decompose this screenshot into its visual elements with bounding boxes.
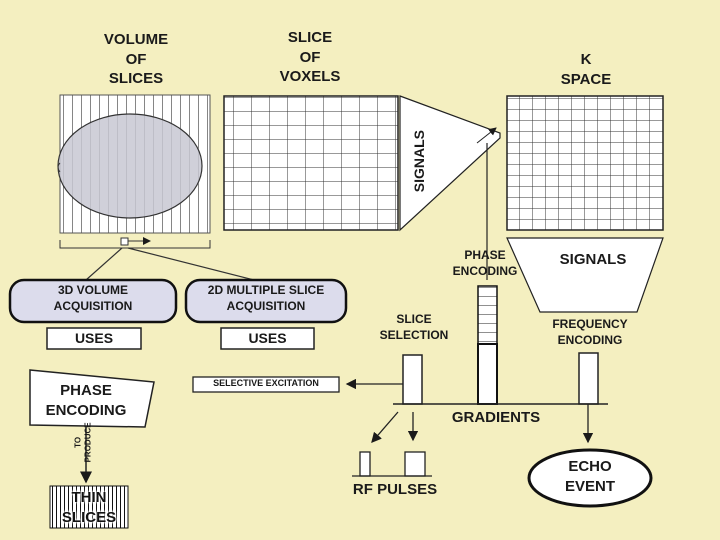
label-echo-event: ECHO EVENT	[545, 457, 635, 496]
k-space-grid	[507, 96, 663, 230]
label-uses-1: USES	[47, 329, 141, 347]
label-to-produce: TO PRODUCE	[74, 412, 95, 472]
label-acq-2d: 2D MULTIPLE SLICE ACQUISITION	[188, 283, 344, 314]
label-signals-vertical: SIGNALS	[410, 116, 428, 206]
label-frequency-encoding: FREQUENCY ENCODING	[535, 317, 645, 348]
rf-pulses-graphic	[352, 452, 432, 476]
slice-of-voxels-grid	[224, 96, 398, 230]
frequency-encoding-gradient-bar	[579, 353, 598, 404]
arrow-to-rf-pulse-1	[372, 412, 398, 442]
title-volume-of-slices: VOLUME OF SLICES	[88, 30, 184, 89]
label-acq-3d: 3D VOLUME ACQUISITION	[14, 283, 172, 314]
label-uses-2: USES	[221, 329, 314, 347]
label-selective-excitation: SELECTIVE EXCITATION	[193, 378, 339, 390]
title-k-space: K SPACE	[550, 50, 622, 89]
label-rf-pulses: RF PULSES	[336, 480, 454, 500]
label-signals-funnel: SIGNALS	[545, 250, 641, 270]
label-gradients: GRADIENTS	[436, 408, 556, 428]
slice-selection-gradient-bar	[403, 355, 422, 404]
label-thin-slices: THIN SLICES	[50, 488, 128, 527]
label-slice-selection: SLICE SELECTION	[364, 312, 464, 343]
title-slice-of-voxels: SLICE OF VOXELS	[262, 28, 358, 87]
label-phase-encoding-top: PHASE ENCODING	[440, 248, 530, 279]
